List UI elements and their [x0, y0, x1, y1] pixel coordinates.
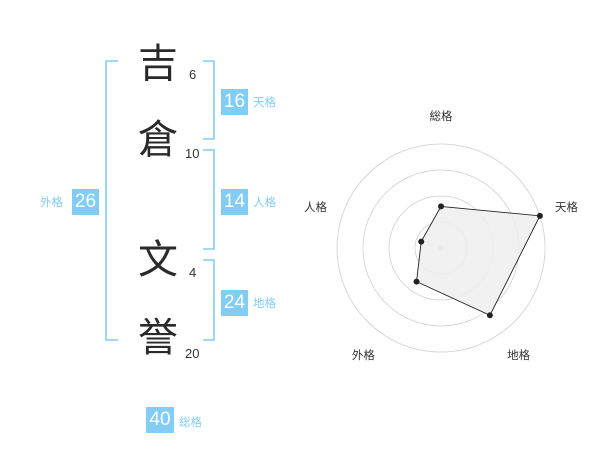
soukaku-label: 総格	[179, 415, 202, 429]
surname-char-2-strokes: 10	[185, 146, 200, 161]
chikaku-label: 地格	[253, 296, 276, 310]
radar-polygon	[416, 205, 541, 316]
radar-axis-label-3: 地格	[507, 348, 530, 362]
given-char-2-strokes: 20	[185, 346, 200, 361]
radar-axis-label-5: 人格	[304, 200, 327, 214]
gaikaku-bracket	[105, 60, 118, 341]
given-char-2: 誉	[138, 315, 178, 361]
jinkaku-value-badge: 14	[221, 189, 248, 215]
tenkaku-bracket	[203, 60, 215, 140]
radar-axis-label-4: 外格	[352, 348, 375, 362]
given-char-1: 文	[138, 237, 178, 283]
radar-point-5	[418, 238, 425, 245]
radar-axis-label-1: 総格	[430, 109, 453, 123]
jinkaku-label: 人格	[253, 195, 276, 209]
gaikaku-label: 外格	[40, 195, 63, 209]
radar-point-3	[486, 312, 493, 319]
soukaku-value-badge: 40	[146, 407, 174, 433]
gaikaku-value-badge: 26	[72, 189, 99, 215]
radar-grid-ring-4	[336, 143, 546, 353]
surname-char-2: 倉	[138, 117, 178, 163]
radar-point-1	[438, 203, 444, 210]
given-char-1-strokes: 4	[189, 265, 197, 280]
surname-char-1: 吉	[138, 41, 178, 87]
radar-axis-label-2: 天格	[555, 200, 578, 214]
radar-point-2	[536, 212, 543, 219]
jinkaku-bracket	[203, 149, 215, 250]
surname-char-1-strokes: 6	[189, 67, 197, 82]
tenkaku-value-badge: 16	[221, 89, 248, 115]
chikaku-bracket	[203, 259, 215, 341]
chikaku-value-badge: 24	[221, 290, 248, 316]
tenkaku-label: 天格	[253, 95, 276, 109]
radar-point-4	[413, 278, 420, 285]
